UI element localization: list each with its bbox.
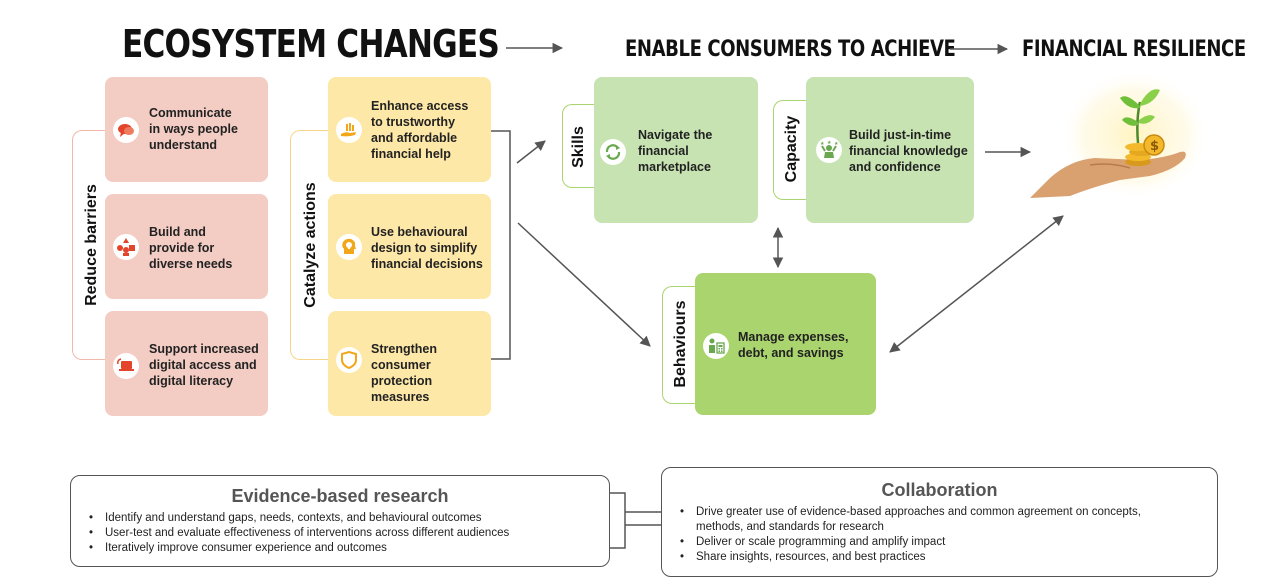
- skills-label: Skills: [570, 126, 587, 168]
- shield-icon: [336, 347, 362, 373]
- card-behavioural-design-text: Use behavioural design to simplify finan…: [371, 225, 483, 271]
- collaboration-box: Collaboration Drive greater use of evide…: [661, 467, 1218, 577]
- card-build-provide: Build and provide for diverse needs: [105, 194, 268, 299]
- research-box: Evidence-based research Identify and und…: [70, 475, 610, 567]
- diverse-shapes-icon: [113, 234, 139, 260]
- arrow-to-behaviours: [517, 222, 651, 347]
- lightbulb-head-icon: [336, 234, 362, 260]
- card-skills: Navigate the financial marketplace: [594, 77, 758, 223]
- financial-resilience-heading: FINANCIAL RESILIENCE: [1022, 37, 1246, 62]
- research-item: Iteratively improve consumer experience …: [83, 541, 609, 556]
- skills-tab: [562, 104, 598, 188]
- card-enhance-access: Enhance access to trustworthy and afford…: [328, 77, 491, 182]
- collaboration-title: Collaboration: [881, 480, 998, 500]
- ecosystem-changes-heading: ECOSYSTEM CHANGES: [122, 22, 500, 66]
- catalyze-actions-bracket: [290, 130, 332, 360]
- research-item: User-test and evaluate effectiveness of …: [83, 526, 609, 541]
- svg-text:★: ★: [834, 141, 839, 147]
- research-title: Evidence-based research: [231, 486, 449, 506]
- research-list: Identify and understand gaps, needs, con…: [83, 511, 609, 556]
- arrow-to-skills: [516, 140, 546, 164]
- speech-bubble-icon: [113, 117, 139, 143]
- catalyze-actions-label: Catalyze actions: [302, 182, 319, 308]
- svg-text:$: $: [1150, 139, 1159, 154]
- svg-text:★: ★: [820, 141, 825, 147]
- card-capacity-text: Build just-in-time financial knowledge a…: [849, 128, 968, 174]
- card-behavioural-design: Use behavioural design to simplify finan…: [328, 194, 491, 299]
- card-digital-access: Support increased digital access and dig…: [105, 311, 268, 416]
- person-stars-icon: ★★★: [816, 137, 842, 163]
- catalyze-bracket: [490, 130, 511, 360]
- enable-consumers-heading: ENABLE CONSUMERS TO ACHIEVE: [625, 37, 956, 62]
- helping-hand-icon: [336, 117, 362, 143]
- capacity-tab: [773, 100, 811, 200]
- card-skills-text: Navigate the financial marketplace: [638, 128, 713, 174]
- card-consumer-protection-text: Strengthen consumer protection measures: [371, 342, 437, 404]
- card-digital-access-text: Support increased digital access and dig…: [149, 342, 259, 388]
- card-consumer-protection: Strengthen consumer protection measures: [328, 311, 491, 416]
- svg-text:★: ★: [827, 140, 832, 146]
- arrow-behaviours-resilience: [889, 215, 1064, 353]
- behaviours-label: Behaviours: [672, 300, 689, 388]
- collaboration-item: Drive greater use of evidence-based appr…: [674, 505, 1217, 535]
- cycle-arrows-icon: [600, 139, 626, 165]
- collaboration-item: Share insights, resources, and best prac…: [674, 550, 1217, 565]
- card-build-provide-text: Build and provide for diverse needs: [149, 225, 233, 271]
- card-communicate-text: Communicate in ways people understand: [149, 106, 238, 152]
- capacity-label: Capacity: [783, 115, 800, 183]
- card-behaviours: Manage expenses, debt, and savings: [695, 273, 876, 415]
- collaboration-list: Drive greater use of evidence-based appr…: [674, 505, 1217, 565]
- card-communicate: Communicate in ways people understand: [105, 77, 268, 182]
- card-enhance-access-text: Enhance access to trustworthy and afford…: [371, 99, 469, 161]
- bottom-connector: [610, 492, 662, 549]
- card-behaviours-text: Manage expenses, debt, and savings: [738, 330, 849, 360]
- reduce-barriers-label: Reduce barriers: [83, 184, 100, 306]
- hand-plant-coins-icon: $: [1030, 70, 1210, 200]
- collaboration-item: Deliver or scale programming and amplify…: [674, 535, 1217, 550]
- digital-device-icon: [113, 353, 139, 379]
- card-capacity: ★★★ Build just-in-time financial knowled…: [806, 77, 974, 223]
- research-item: Identify and understand gaps, needs, con…: [83, 511, 609, 526]
- person-calculator-icon: [703, 333, 729, 359]
